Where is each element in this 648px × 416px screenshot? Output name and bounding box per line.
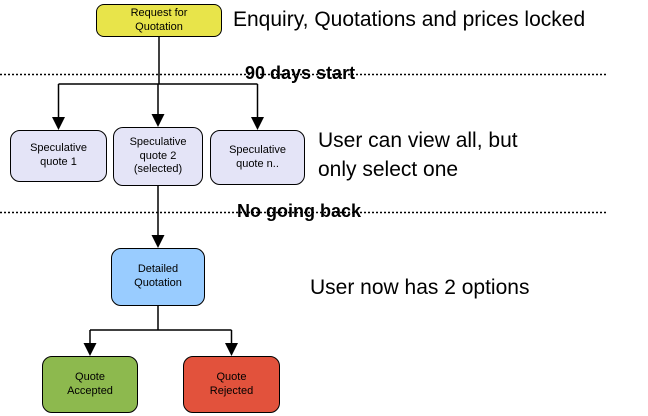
node-request-for-quotation: Request for Quotation [96,4,222,37]
phase-label-no-going-back: No going back [237,201,362,221]
arrowhead-to-specn [251,117,264,130]
arrowhead-to-detailed [151,235,165,248]
arrowhead-to-spec2 [151,114,165,127]
node-quote-accepted: Quote Accepted [42,356,138,413]
annotation-options: User now has 2 options [310,276,530,299]
annotation-view-all: User can view all, but only select one [318,129,518,181]
node-speculative-quote-2-selected: Speculative quote 2 (selected) [113,127,203,186]
node-detailed-quotation: Detailed Quotation [111,248,205,306]
phase-label-90-days: 90 days start [245,63,356,83]
arrowhead-to-spec1 [52,117,65,130]
arrowhead-to-accepted [83,343,97,356]
node-speculative-quote-n: Speculative quote n.. [210,130,305,185]
node-quote-rejected: Quote Rejected [183,356,280,413]
node-speculative-quote-1: Speculative quote 1 [10,130,107,182]
annotation-enquiry: Enquiry, Quotations and prices locked [233,8,586,31]
arrowhead-to-rejected [225,343,238,356]
